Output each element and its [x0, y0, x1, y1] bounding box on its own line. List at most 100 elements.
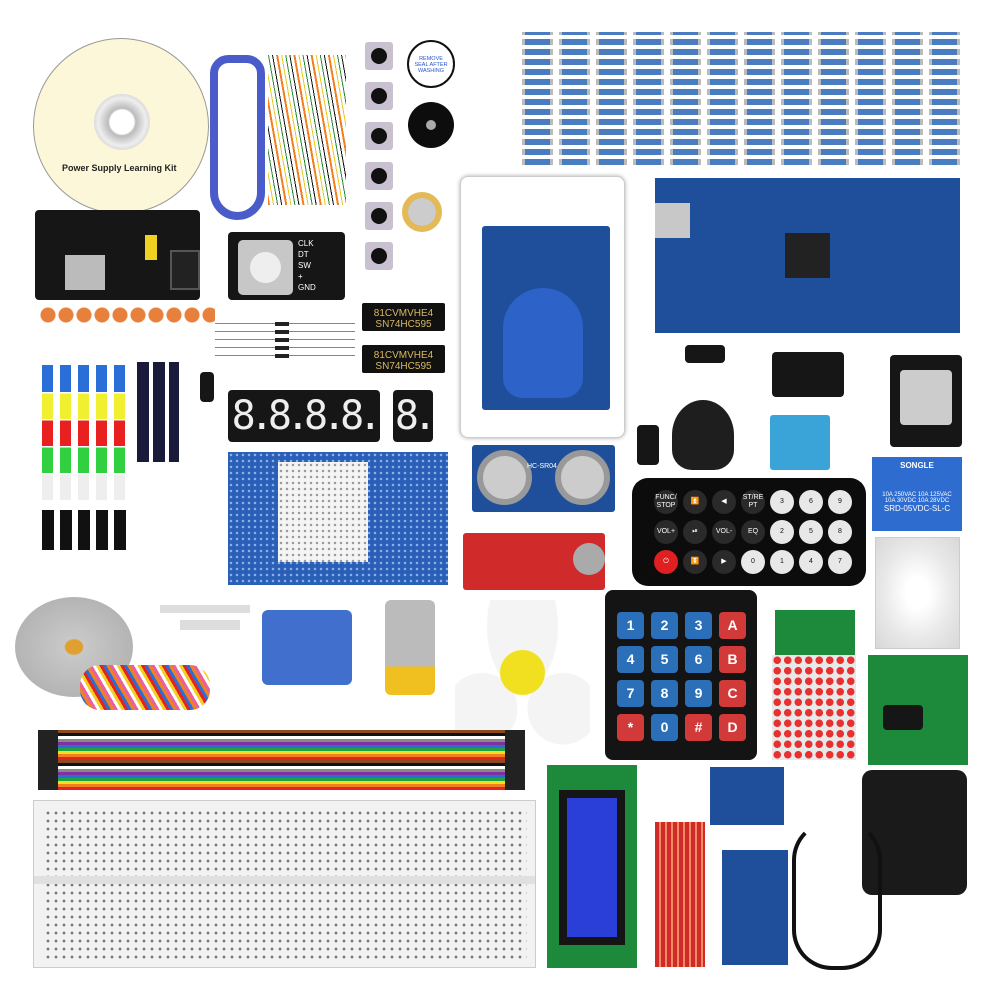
ultrasonic-label: HC-SR04 — [527, 463, 557, 470]
remote-key: ⏯ — [683, 520, 707, 544]
resistor-grid — [522, 32, 966, 165]
jumper-wires — [268, 55, 346, 205]
keypad-key: 8 — [651, 680, 678, 707]
remote-key: FUNC/​STOP — [654, 490, 678, 514]
push-button — [365, 162, 393, 190]
remote-key: 1 — [770, 550, 794, 574]
remote-key: 6 — [799, 490, 823, 514]
push-button — [365, 122, 393, 150]
electrolytic-capacitors — [137, 362, 179, 462]
relay: SONGLE 10A 250VAC 10A 125VAC 10A 30VDC 1… — [872, 457, 962, 531]
cd-hub — [94, 94, 150, 150]
ultrasonic-sensor: HC-SR04 — [472, 445, 615, 512]
remote-key: 5 — [799, 520, 823, 544]
tilt-sensor — [200, 372, 214, 402]
remote-key: ⏫ — [683, 490, 707, 514]
leds — [42, 365, 132, 500]
seven-segment-single: 8. — [393, 390, 433, 442]
pir-sensor — [875, 537, 960, 649]
remote-key: 3 — [770, 490, 794, 514]
joystick-module — [890, 355, 962, 447]
dupont-ribbon-cable — [38, 730, 525, 790]
remote-key: ST/​REPT — [741, 490, 765, 514]
arduino-mega-board — [655, 178, 960, 333]
dc-plug — [637, 425, 659, 465]
keypad-key: 1 — [617, 612, 644, 639]
pin-label: GND — [298, 283, 316, 292]
keypad-key: 9 — [685, 680, 712, 707]
remote-key: 9 — [828, 490, 852, 514]
remote-key: ⏻ — [654, 550, 678, 574]
push-button — [365, 82, 393, 110]
pin-label: DT — [298, 250, 309, 259]
lcd-1602 — [547, 765, 637, 968]
diodes — [215, 320, 355, 362]
remote-key: 2 — [770, 520, 794, 544]
buzzer-label: REMOVE SEAL AFTER WASHING — [414, 56, 448, 74]
pin-label: SW — [298, 261, 311, 270]
relay-brand: SONGLE — [900, 461, 934, 470]
pin-label: + — [298, 272, 303, 281]
rotary-encoder-module: CLK DT SW + GND — [228, 232, 345, 300]
breadboard — [33, 800, 536, 968]
keypad-key: 6 — [685, 646, 712, 673]
rtc-module — [722, 850, 788, 965]
remote-key: ⏬ — [683, 550, 707, 574]
max7219-board — [775, 610, 855, 655]
servo-horns — [160, 600, 250, 660]
transistors — [42, 510, 132, 550]
remote-key: 0 — [741, 550, 765, 574]
keypad-key: D — [719, 714, 746, 741]
remote-key: EQ — [741, 520, 765, 544]
ceramic-capacitors — [40, 307, 215, 323]
cd-disc: Power Supply Learning Kit — [33, 38, 209, 214]
potentiometer — [402, 192, 442, 232]
push-button — [365, 242, 393, 270]
seven-segment-4digit: 8.8.8.8. — [228, 390, 380, 442]
keypad-key: B — [719, 646, 746, 673]
push-button — [365, 42, 393, 70]
breadboard-power-module — [35, 210, 200, 300]
keypad-key: C — [719, 680, 746, 707]
uln2003-driver — [868, 655, 968, 765]
keypad-key: * — [617, 714, 644, 741]
dc-motor — [385, 600, 435, 695]
led-matrix — [772, 655, 856, 760]
remote-key: ▶ — [712, 550, 736, 574]
ir-receiver-module — [772, 352, 844, 397]
keypad-key: 7 — [617, 680, 644, 707]
adapter-cable — [792, 820, 882, 970]
gyro-module — [710, 767, 784, 825]
buzzer — [408, 102, 454, 148]
keypad-key: # — [685, 714, 712, 741]
keypad-key: 0 — [651, 714, 678, 741]
prototype-shield — [228, 452, 448, 585]
keypad-key: 3 — [685, 612, 712, 639]
usb-cable — [210, 55, 265, 220]
remote-key: 4 — [799, 550, 823, 574]
battery-clip — [685, 345, 725, 363]
pin-label: CLK — [298, 239, 314, 248]
stepper-wires — [80, 665, 210, 710]
remote-key: 8 — [828, 520, 852, 544]
keypad-key: 5 — [651, 646, 678, 673]
push-button — [365, 202, 393, 230]
keypad-key: 2 — [651, 612, 678, 639]
relay-model: SRD-05VDC-SL-C — [883, 504, 951, 513]
keypad-key: 4 — [617, 646, 644, 673]
water-level-sensor — [655, 822, 705, 967]
rfid-keyfob — [503, 288, 583, 398]
dht11-sensor — [770, 415, 830, 470]
relay-ratings: 10A 250VAC 10A 125VAC 10A 30VDC 10A 28VD… — [882, 492, 952, 504]
microphone-sensor — [463, 533, 605, 590]
joystick-thumbstick — [672, 400, 734, 470]
servo-motor — [262, 610, 352, 685]
fan-propeller — [455, 600, 590, 745]
remote-key: VOL+ — [654, 520, 678, 544]
cd-label: Power Supply Learning Kit — [62, 163, 177, 173]
remote-key: 7 — [828, 550, 852, 574]
